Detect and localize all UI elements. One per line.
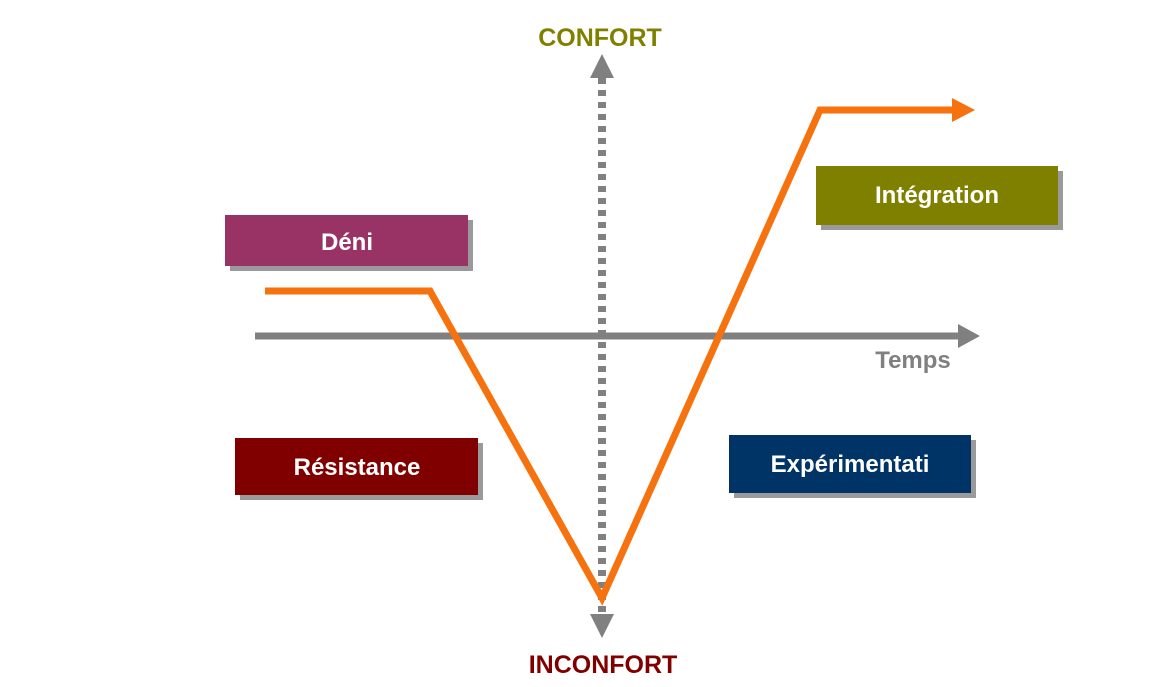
phase-label-deni: Déni [321,229,373,256]
time-axis-arrowhead [958,324,980,348]
change-curve [265,106,958,606]
change-curve-arrowhead [952,98,975,122]
phase-box-integration: Intégration [816,166,1063,230]
phase-box-deni: Déni [225,215,473,271]
phase-box-experimentation: Expérimentati [729,435,976,498]
confort-label: CONFORT [538,24,662,52]
time-label: Temps [875,347,951,374]
phase-label-experimentation: Expérimentati [771,451,930,478]
phase-label-integration: Intégration [875,182,999,209]
phase-box-resistance: Résistance [235,438,483,500]
comfort-axis-down-arrow [590,614,614,638]
inconfort-label: INCONFORT [529,651,678,679]
phase-label-resistance: Résistance [294,454,421,481]
comfort-axis-up-arrow [590,54,614,78]
